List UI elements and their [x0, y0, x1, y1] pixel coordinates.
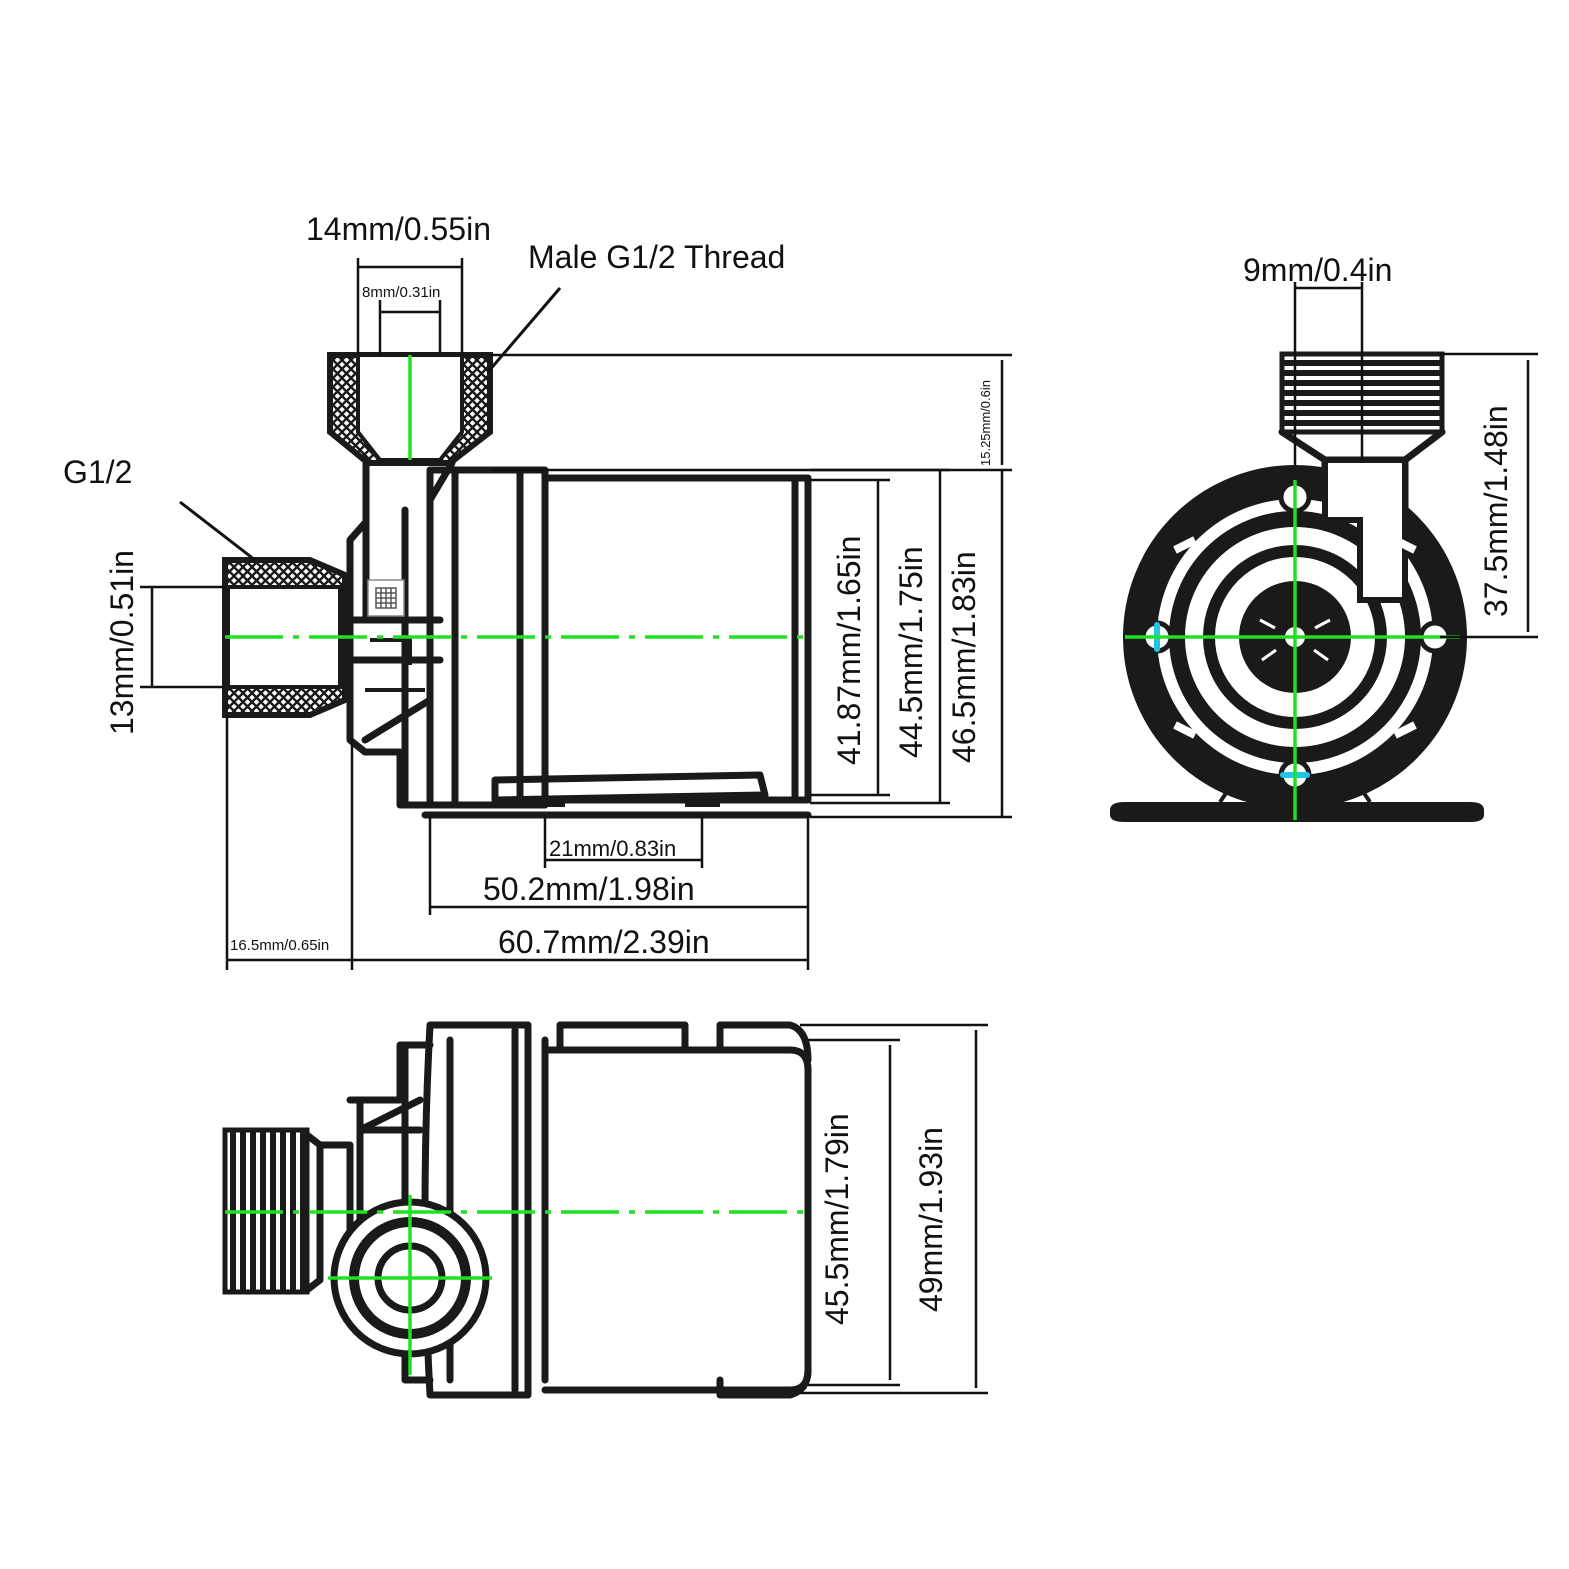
front-outlet-pipe — [1322, 457, 1408, 603]
front-view-dimensions — [1293, 282, 1538, 639]
bottom-view — [222, 1021, 812, 1399]
label-top-width: 14mm/0.55in — [306, 211, 491, 247]
dim-outlet-height — [490, 353, 1012, 472]
dim-body-inner — [810, 478, 890, 797]
dim-top-width — [356, 258, 464, 355]
bottom-can-ribs — [556, 1021, 812, 1399]
label-thread-callout: Male G1/2 Thread — [528, 239, 785, 275]
bottom-view-dimensions — [800, 1023, 988, 1395]
label-total-length: 60.7mm/2.39in — [498, 924, 710, 960]
qr-code-icon — [367, 579, 405, 617]
label-body-inner: 41.87mm/1.65in — [831, 536, 867, 765]
bottom-housing — [346, 1041, 434, 1384]
label-body-length: 50.2mm/1.98in — [483, 871, 695, 907]
dim-inlet-length — [225, 715, 354, 970]
bottom-can — [541, 1046, 812, 1394]
label-outlet-height: 15.25mm/0.6in — [978, 380, 993, 466]
label-front-outlet: 9mm/0.4in — [1243, 252, 1392, 288]
dim-body-mid — [810, 468, 950, 805]
label-foot-slot: 21mm/0.83in — [549, 836, 676, 861]
volute-inner — [365, 638, 425, 692]
dim-body-length — [428, 815, 810, 970]
front-base — [1110, 802, 1484, 822]
label-body-mid: 44.5mm/1.75in — [893, 546, 929, 758]
dim-bottom-outer — [800, 1023, 988, 1395]
front-impeller-vanes — [1259, 600, 1331, 674]
volute-housing — [346, 506, 444, 809]
label-inner-bore: 8mm/0.31in — [362, 284, 440, 301]
leader-side-thread — [179, 500, 256, 562]
label-bottom-outer: 49mm/1.93in — [913, 1127, 949, 1312]
front-view — [1110, 351, 1484, 822]
dim-front-height — [1440, 352, 1538, 639]
base-foot — [491, 771, 769, 804]
label-side-height: 13mm/0.51in — [104, 550, 140, 735]
label-front-height: 37.5mm/1.48in — [1478, 405, 1514, 617]
label-bottom-inner: 45.5mm/1.79in — [819, 1113, 855, 1325]
front-ring-notches — [1173, 536, 1417, 739]
side-view — [222, 352, 812, 819]
dim-foot-slot — [543, 815, 704, 868]
label-body-outer: 46.5mm/1.83in — [946, 551, 982, 763]
dim-front-outlet — [1293, 282, 1364, 465]
leader-thread-callout — [486, 287, 562, 373]
dim-inner-bore — [378, 300, 442, 355]
dim-side-height — [140, 585, 225, 689]
side-view-dimensions — [140, 258, 1012, 970]
dim-body-outer — [810, 470, 1012, 819]
label-inlet-length: 16.5mm/0.65in — [230, 937, 329, 954]
dim-bottom-inner — [808, 1038, 900, 1387]
label-side-thread: G1/2 — [63, 454, 132, 490]
motor-can — [541, 474, 812, 804]
front-base-legs — [1218, 778, 1372, 804]
